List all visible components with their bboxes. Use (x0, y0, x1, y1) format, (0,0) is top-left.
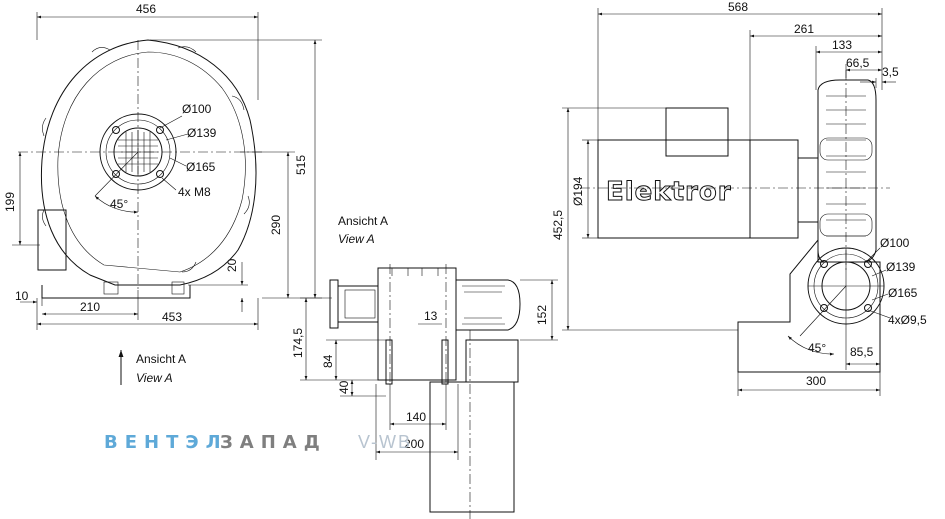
side-dim-40: 40 (337, 380, 351, 394)
side-dim-140: 140 (406, 410, 426, 424)
right-dim-452-5: 452,5 (551, 210, 565, 240)
front-dim-199: 199 (3, 192, 17, 212)
side-motor-body (429, 381, 515, 513)
front-foot-right (171, 281, 185, 295)
side-dim-84: 84 (321, 354, 335, 368)
view-a-label-en: View A (136, 371, 173, 385)
front-d100-label: Ø100 (182, 102, 212, 116)
side-dim-152: 152 (535, 305, 549, 325)
right-dim-3-5: 3,5 (882, 65, 899, 79)
front-dim-456: 456 (136, 2, 156, 16)
front-dim-20: 20 (225, 258, 239, 272)
front-dim-290: 290 (269, 215, 283, 235)
front-inlet-d100 (113, 127, 163, 177)
front-volute-inner (57, 51, 246, 273)
right-d139-label: Ø139 (886, 260, 916, 274)
front-dim-515: 515 (294, 155, 308, 175)
right-angle-label: 45° (808, 341, 826, 355)
front-housing-outline (40, 39, 257, 286)
watermark-part1: ВЕНТЭЛ (104, 432, 228, 453)
side-impeller (455, 279, 521, 331)
side-motor-flange (465, 339, 519, 383)
view-a-indicator: Ansicht A View A (118, 350, 186, 385)
front-foot-left (103, 281, 119, 295)
watermark-part3: V-WB (358, 432, 412, 452)
right-brand-label: Elektror (606, 177, 732, 207)
front-dim-210: 210 (80, 300, 100, 314)
side-dim-200: 200 (404, 437, 424, 451)
right-d165-label: Ø165 (888, 286, 918, 300)
front-flange-d165 (99, 113, 177, 191)
right-dim-300: 300 (806, 374, 826, 388)
right-dim-d194: Ø194 (571, 176, 585, 206)
front-dim-453: 453 (162, 310, 182, 324)
front-angle-label: 45° (110, 197, 128, 211)
right-dim-85-5: 85,5 (850, 345, 874, 359)
side-view: Ansicht A View A 174,5 84 40 13 (291, 214, 558, 519)
watermark-part2: ЗАПАД (220, 432, 327, 453)
side-dim-13: 13 (424, 309, 438, 323)
right-bolt-holes (820, 260, 872, 312)
right-dim-66-5: 66,5 (846, 56, 870, 70)
right-hole-note: 4xØ9,5 (888, 313, 927, 327)
right-view: Elektror Ø100 Ø139 Ø165 4xØ9,5 (551, 0, 927, 396)
right-dim-568: 568 (728, 0, 748, 14)
front-base (41, 285, 191, 299)
front-d139-label: Ø139 (187, 126, 217, 140)
front-bolt-note: 4x M8 (178, 185, 211, 199)
front-housing-lugs (42, 46, 250, 273)
side-inlet-flange (329, 279, 339, 329)
right-dim-133: 133 (832, 38, 852, 52)
right-terminal-box (665, 107, 729, 157)
front-dim-10: 10 (15, 289, 29, 303)
side-label-en: View A (338, 232, 375, 246)
right-motor-body (597, 139, 751, 239)
watermark: ВЕНТЭЛ ЗАПАД V-WB (104, 432, 412, 453)
side-dim-174-5: 174,5 (291, 328, 305, 358)
front-d165-label: Ø165 (186, 160, 216, 174)
front-bolt-holes (112, 126, 164, 178)
right-fan-housing (817, 79, 877, 263)
side-label-de: Ansicht A (338, 214, 388, 228)
front-view: Ø100 Ø139 Ø165 4x M8 45° 456 515 290 199… (3, 2, 322, 330)
right-dim-261: 261 (794, 22, 814, 36)
view-a-label-de: Ansicht A (136, 352, 186, 366)
right-d100-label: Ø100 (880, 236, 910, 250)
front-outlet (37, 209, 67, 271)
right-base (737, 238, 881, 373)
